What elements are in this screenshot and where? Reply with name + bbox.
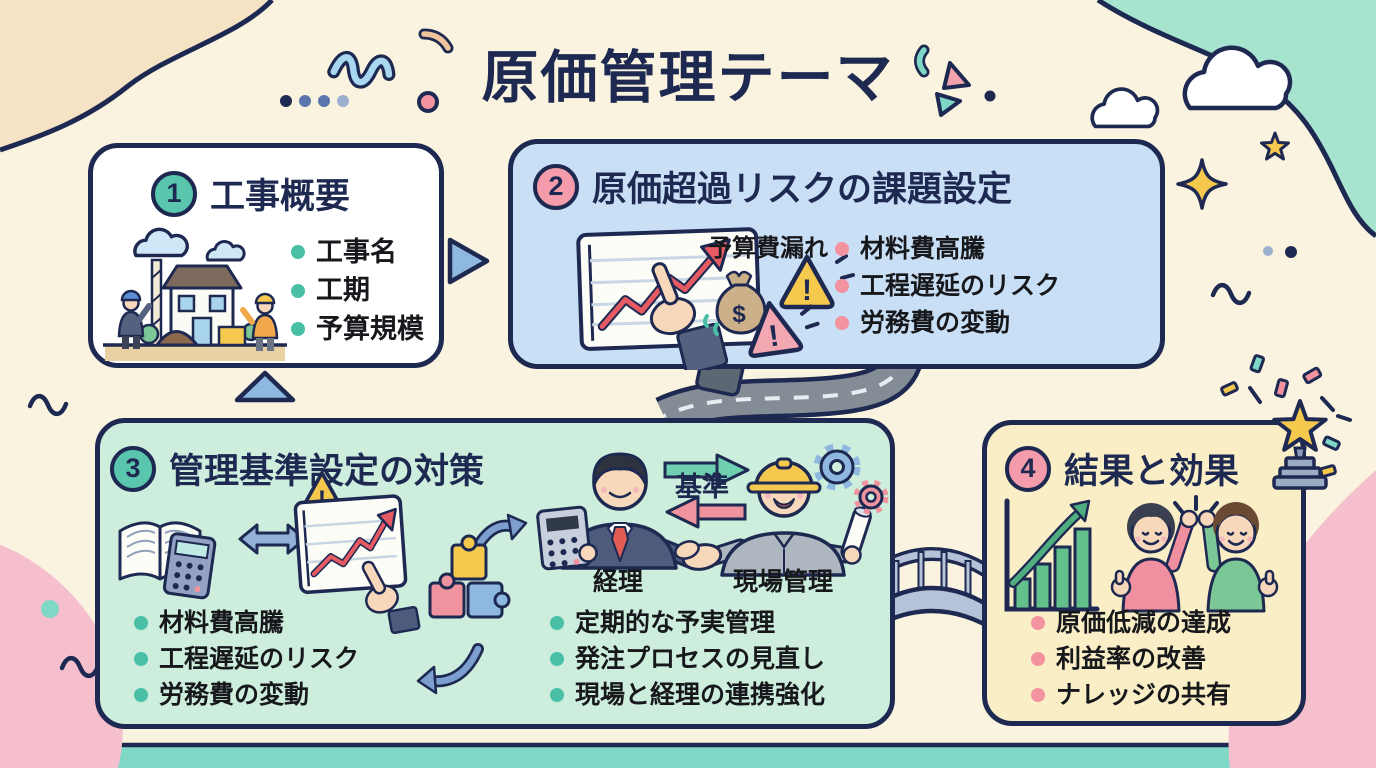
warning-icon-pink: ! bbox=[748, 301, 820, 358]
step4-bullet-list: 原価低減の達成 利益率の改善 ナレッジの共有 bbox=[1031, 608, 1231, 710]
svg-text:!: ! bbox=[802, 274, 812, 307]
step2-number-badge: 2 bbox=[533, 163, 579, 210]
list-item: 材料費高騰 bbox=[835, 234, 1060, 264]
list-item: 材料費高騰 bbox=[134, 608, 359, 638]
bullet-dot bbox=[550, 652, 564, 666]
step1-number-badge: 1 bbox=[151, 170, 197, 217]
bullet-dot bbox=[1031, 652, 1045, 666]
budget-leak-caption: 予算費漏れ bbox=[708, 235, 828, 262]
bullet-dot bbox=[134, 688, 148, 702]
bullet-dot bbox=[835, 316, 849, 330]
step2-bullet-list: 材料費高騰 工程遅延のリスク 労務費の変動 bbox=[835, 234, 1060, 338]
held-calculator-icon bbox=[536, 505, 592, 571]
arrow-right-triangle bbox=[447, 237, 490, 285]
list-item: 工事名 bbox=[291, 236, 424, 268]
list-item: 工期 bbox=[291, 274, 424, 306]
droplets bbox=[703, 314, 719, 336]
role-label-accounting: 経理 bbox=[592, 568, 643, 596]
standard-arrow-left bbox=[665, 495, 747, 529]
svg-text:$: $ bbox=[732, 301, 746, 328]
standards-illustration: ! bbox=[118, 443, 889, 695]
navy-dot bbox=[1285, 246, 1297, 258]
gear-icon-pink bbox=[853, 479, 889, 515]
star-icon bbox=[1260, 131, 1290, 161]
standard-arrow-label: 基準 bbox=[675, 472, 729, 502]
cloud-icon bbox=[205, 240, 246, 262]
squiggle-left bbox=[27, 393, 69, 417]
step3-right-bullet-list: 定期的な予実管理 発注プロセスの見直し 現場と経理の連携強化 bbox=[550, 608, 825, 710]
list-item: 発注プロセスの見直し bbox=[550, 644, 825, 674]
step1-bullet-list: 工事名 工期 予算規模 bbox=[291, 236, 424, 345]
step4-number-badge: 4 bbox=[1005, 445, 1051, 492]
step1-card-construction-overview: 1 工事概要 bbox=[88, 143, 444, 368]
money-bag-icon: $ bbox=[715, 270, 767, 335]
step1-title: 工事概要 bbox=[210, 177, 351, 216]
list-item: 現場と経理の連携強化 bbox=[550, 680, 825, 710]
cycle-arrow-down bbox=[416, 643, 484, 695]
worker-right-icon bbox=[240, 292, 279, 351]
bullet-dot bbox=[835, 279, 849, 293]
gray-dot bbox=[1263, 246, 1273, 256]
list-item: 工程遅延のリスク bbox=[835, 271, 1060, 301]
list-item: 原価低減の達成 bbox=[1031, 608, 1231, 638]
step3-left-bullet-list: 材料費高騰 工程遅延のリスク 労務費の変動 bbox=[134, 608, 359, 710]
bottom-teal-strip bbox=[0, 746, 1376, 768]
teal-dot bbox=[41, 600, 59, 618]
page-title: 原価管理テーマ bbox=[481, 46, 895, 110]
pointing-hand-small-icon bbox=[361, 560, 421, 635]
arrow-up-triangle bbox=[234, 370, 296, 403]
sparkle-icon bbox=[1176, 158, 1228, 210]
bullet-dot bbox=[550, 688, 564, 702]
standard-arrow-right bbox=[663, 453, 750, 487]
step2-card-cost-overrun-risk: 2 原価超過リスクの課題設定 $ ! bbox=[508, 139, 1165, 370]
bullet-dot bbox=[134, 652, 148, 666]
up-arrowhead bbox=[700, 238, 731, 272]
mini-chart-card bbox=[293, 494, 408, 595]
bullet-dot bbox=[550, 616, 564, 630]
bullet-dot bbox=[291, 245, 305, 260]
squiggle-bottom-left bbox=[59, 655, 101, 679]
gear-icon-blue bbox=[813, 443, 861, 491]
handshake-icon bbox=[674, 540, 723, 571]
cost-chart-illustration: $ ! ! bbox=[576, 227, 855, 370]
dirt-pile bbox=[154, 330, 201, 347]
helmet-icon bbox=[746, 457, 822, 494]
bullet-dot bbox=[134, 616, 148, 630]
calculator-icon bbox=[162, 532, 217, 600]
step2-title: 原価超過リスクの課題設定 bbox=[592, 170, 1013, 209]
bullet-dot bbox=[291, 321, 305, 336]
puzzle-icon bbox=[428, 534, 511, 619]
svg-text:!: ! bbox=[767, 319, 781, 353]
crate bbox=[217, 325, 247, 347]
step4-card-results-effects: 4 結果と効果 bbox=[982, 420, 1306, 726]
cloud-icon bbox=[133, 227, 189, 258]
list-item: 労務費の変動 bbox=[835, 308, 1060, 338]
step3-number-badge: 3 bbox=[110, 445, 156, 492]
list-item: 工程遅延のリスク bbox=[134, 644, 359, 674]
bullet-dot bbox=[1031, 616, 1045, 630]
worker-left-icon bbox=[117, 289, 152, 349]
step3-card-management-standards: 3 管理基準設定の対策 ! bbox=[95, 418, 895, 729]
bullet-dot bbox=[291, 283, 305, 298]
list-item: ナレッジの共有 bbox=[1031, 680, 1231, 710]
squiggle-right bbox=[1210, 282, 1252, 306]
construction-site-illustration bbox=[103, 227, 287, 361]
results-illustration bbox=[1004, 495, 1279, 613]
pointing-hand-icon bbox=[649, 262, 729, 370]
bullet-dot bbox=[1031, 688, 1045, 702]
role-label-site-management: 現場管理 bbox=[732, 568, 833, 596]
step4-title: 結果と効果 bbox=[1064, 452, 1240, 491]
list-item: 労務費の変動 bbox=[134, 680, 359, 710]
warning-icon-yellow: ! bbox=[779, 254, 855, 310]
bullet-dot bbox=[835, 242, 849, 256]
list-item: 定期的な予実管理 bbox=[550, 608, 825, 638]
woman-highfive-illustration bbox=[1110, 503, 1199, 613]
list-item: 予算規模 bbox=[291, 313, 424, 345]
man-highfive-illustration bbox=[1197, 502, 1279, 613]
list-item: 利益率の改善 bbox=[1031, 644, 1231, 674]
growth-bar-chart-icon bbox=[1004, 498, 1100, 612]
